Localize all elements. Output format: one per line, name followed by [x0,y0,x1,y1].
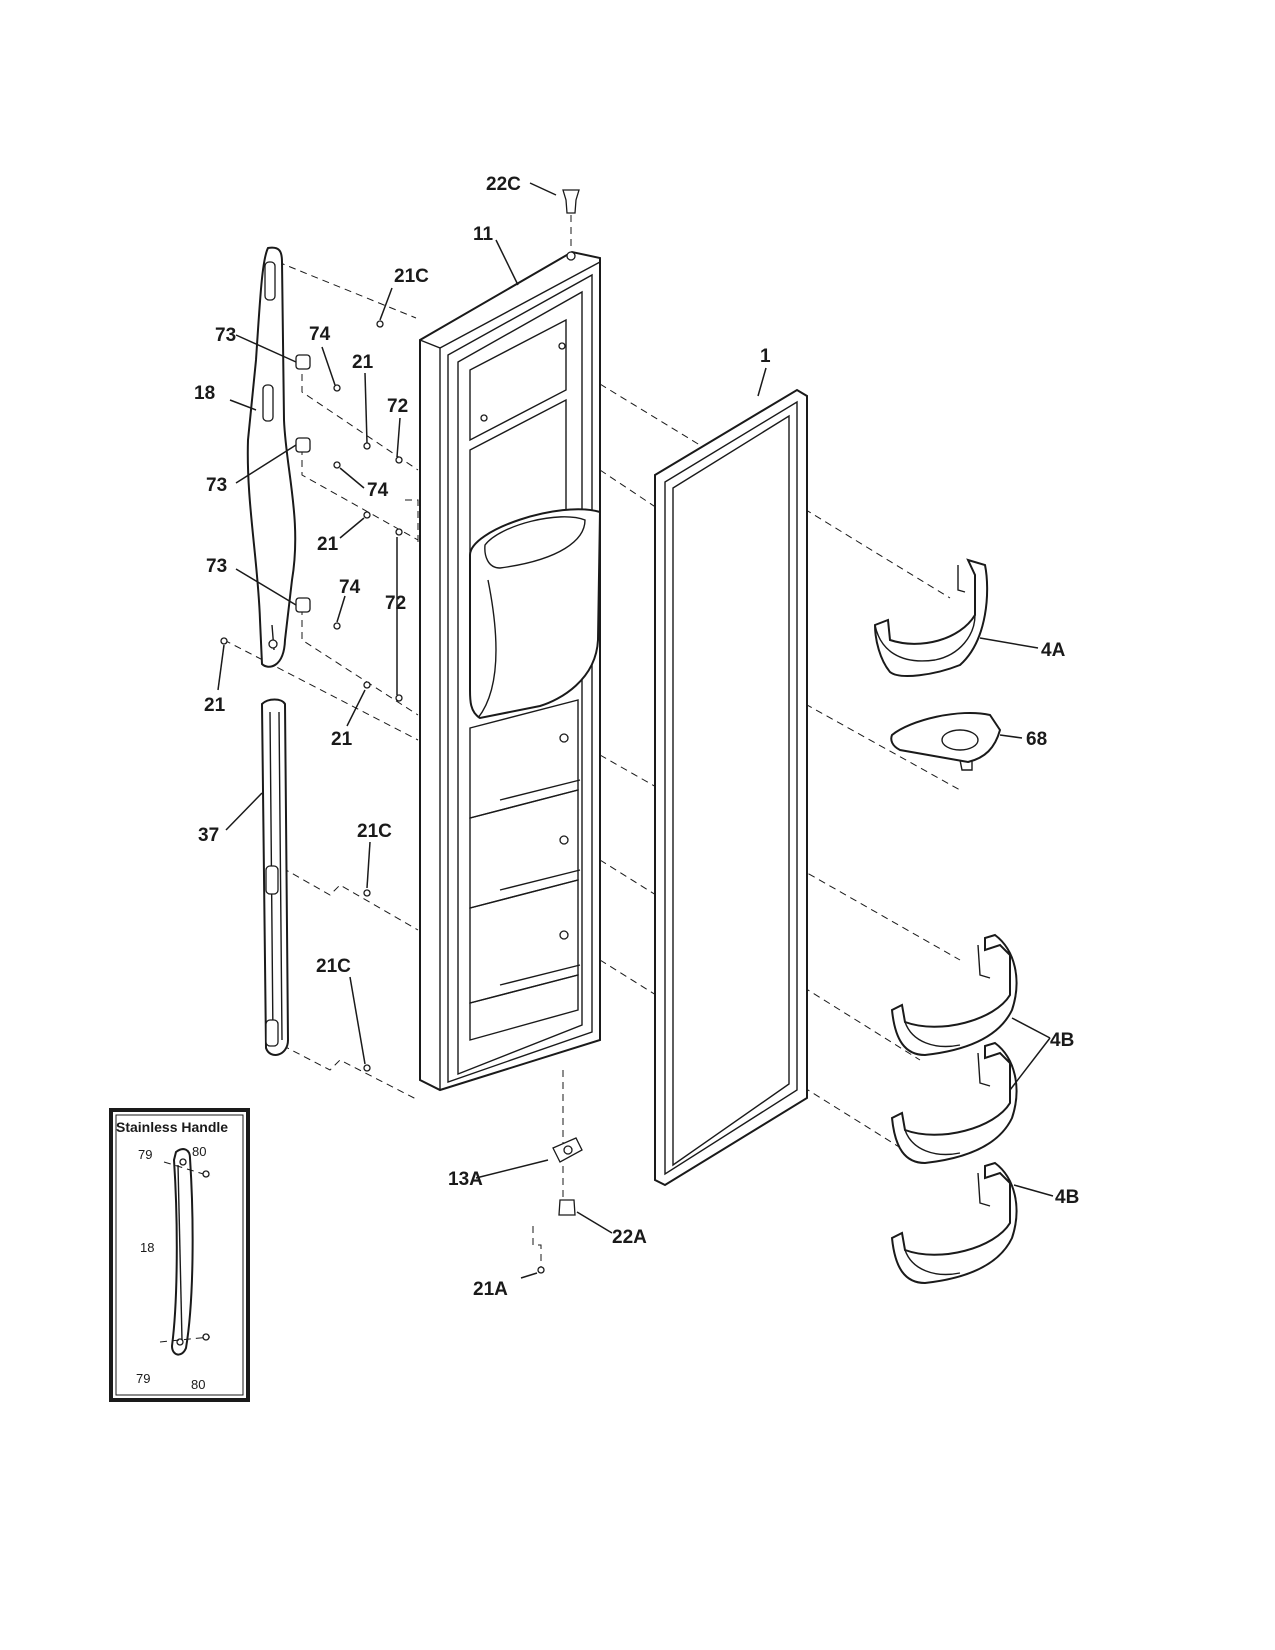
label-21-c: 21 [204,695,226,716]
egg-holder-68 [890,711,1002,771]
freezer-door [419,250,602,1092]
door-bin-4B-1 [890,933,1018,1057]
callout-labels: 22C 11 21C 73 74 21 72 18 1 73 74 21 73 … [194,174,1079,1300]
label-21-b: 21 [317,534,339,555]
bottom-hinge [537,1137,583,1274]
label-21-d: 21 [331,729,353,750]
door-bin-4B-3 [890,1161,1018,1285]
label-74-c: 74 [339,577,361,598]
label-72-b: 72 [385,593,406,614]
label-73-c: 73 [206,556,227,577]
assembly-lines [223,215,961,1270]
inset-label-79-bot: 79 [136,1371,150,1386]
label-74-b: 74 [367,480,389,501]
label-18: 18 [194,383,215,404]
label-4B-b: 4B [1055,1187,1079,1208]
upper-handle-trim [246,246,297,668]
door-bin-4B-2 [890,1041,1018,1165]
label-73-a: 73 [215,325,236,346]
door-gasket [654,388,808,1187]
label-22C: 22C [486,174,521,195]
inset-label-80-bot: 80 [191,1377,205,1392]
label-21A: 21A [473,1279,508,1300]
inset-label-79-top: 79 [138,1147,152,1162]
lower-trim [260,698,290,1056]
label-21C-mid: 21C [357,821,392,842]
inset-title: Stainless Handle [116,1119,228,1135]
top-pin [562,189,580,214]
label-21-a: 21 [352,352,374,373]
hinge-brackets [220,320,403,1072]
label-21C-low: 21C [316,956,351,977]
inset-label-18: 18 [140,1240,154,1255]
label-4A: 4A [1041,640,1066,661]
label-74-a: 74 [309,324,331,345]
label-68: 68 [1026,729,1047,750]
label-11: 11 [473,224,494,245]
label-1: 1 [760,346,771,367]
label-13A: 13A [448,1169,483,1190]
door-bin-4A [873,558,989,677]
stainless-handle-inset: Stainless Handle 79 80 18 79 80 [109,1108,250,1402]
label-37: 37 [198,825,219,846]
label-22A: 22A [612,1227,647,1248]
label-21C-top: 21C [394,266,429,287]
label-73-b: 73 [206,475,227,496]
leader-lines [217,182,1054,1279]
inset-label-80-top: 80 [192,1144,206,1159]
label-72-a: 72 [387,396,408,417]
label-4B-a: 4B [1050,1030,1074,1051]
